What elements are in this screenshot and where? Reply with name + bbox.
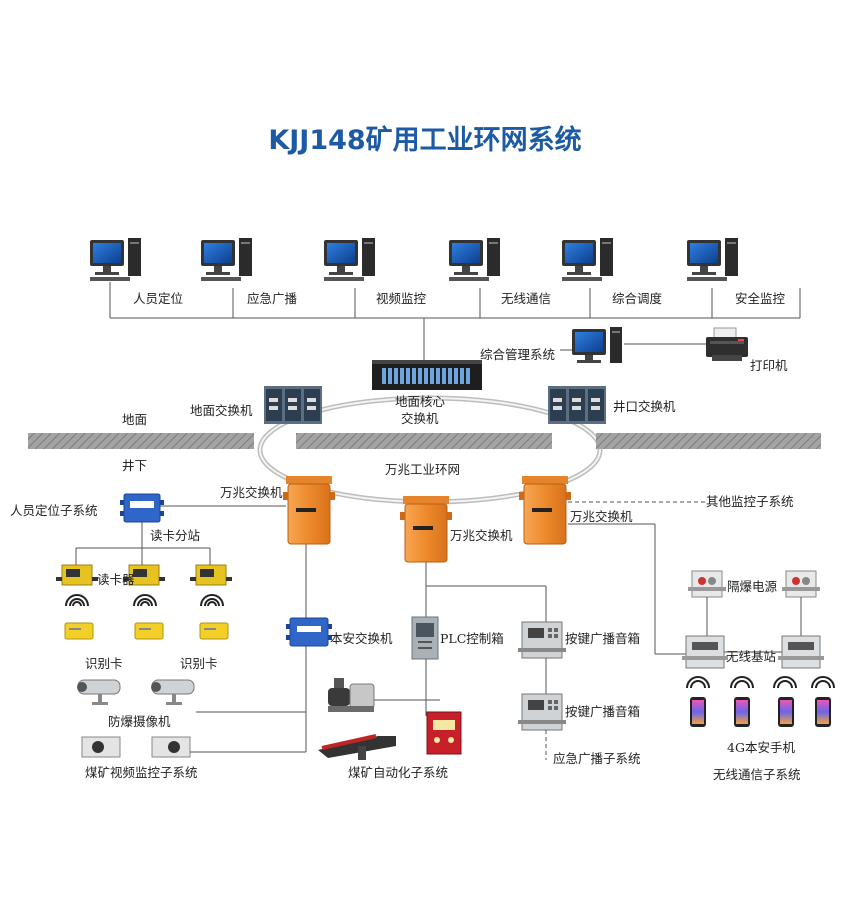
speaker-label: 按键广播音箱	[565, 631, 640, 646]
wireless-signal-icon	[133, 594, 157, 607]
explosion-camera-icon	[151, 679, 195, 705]
gig-switch-label: 万兆交换机	[220, 485, 283, 500]
wireless-signal-icon	[686, 676, 710, 689]
wireless-signal-icon	[65, 594, 89, 607]
top-system-label: 综合调度	[612, 291, 663, 306]
top-workstations	[90, 238, 738, 281]
industrial-switch-icon	[548, 386, 606, 424]
plc-box-icon	[411, 616, 439, 660]
explosion-camera-icon	[77, 679, 121, 705]
id-card-icon	[134, 622, 164, 640]
pc-icon	[90, 238, 141, 281]
base-station-icon	[682, 635, 728, 669]
phone-icon	[778, 697, 794, 727]
explosion-proof-box-icon	[426, 711, 462, 755]
pc-icon	[449, 238, 500, 281]
core-switch-icon	[372, 360, 482, 390]
top-system-label: 无线通信	[501, 291, 551, 306]
card-reader-icon	[190, 564, 232, 586]
camera-box-icon	[151, 736, 191, 758]
video-sys-label: 煤矿视频监控子系统	[85, 765, 198, 780]
gig-switch-label: 万兆交换机	[450, 528, 513, 543]
explosion-proof-switch-icon	[400, 496, 452, 563]
wireless-signal-icon	[773, 676, 797, 689]
id-card-label: 识别卡	[85, 656, 123, 671]
ground-switch-label: 地面交换机	[190, 403, 253, 418]
intrinsic-switch-label: 本安交换机	[330, 631, 393, 646]
card-reader-icon	[56, 564, 98, 586]
card-reader-icon	[123, 564, 165, 586]
integrated-mgmt-label: 综合管理系统	[480, 347, 555, 362]
explosion-camera-label: 防爆摄像机	[108, 714, 171, 729]
phone-label: 4G本安手机	[727, 740, 795, 755]
phone-icon	[734, 697, 750, 727]
wireless-sys-label: 无线通信子系统	[713, 767, 801, 782]
automation-sys-label: 煤矿自动化子系统	[348, 765, 448, 780]
speaker-label: 按键广播音箱	[565, 704, 640, 719]
power-supply-label: 隔爆电源	[727, 579, 778, 594]
personnel-sys-label: 人员定位子系统	[10, 503, 98, 518]
shaft-switch-label: 井口交换机	[613, 399, 676, 414]
other-monitor-label: 其他监控子系统	[706, 494, 794, 509]
ground-core-label: 交换机	[401, 411, 439, 426]
id-card-icon	[64, 622, 94, 640]
explosion-proof-switch-icon	[519, 476, 571, 545]
top-system-label: 安全监控	[735, 291, 786, 306]
industrial-switch-icon	[264, 386, 322, 424]
ground-bar	[596, 433, 821, 449]
pc-icon	[687, 238, 738, 281]
pc-icon	[562, 238, 613, 281]
top-bus	[109, 282, 801, 360]
underground-label: 井下	[122, 458, 147, 473]
id-card-icon	[199, 622, 229, 640]
speaker-box-icon	[518, 693, 566, 731]
gig-switch-label: 万兆交换机	[570, 509, 633, 524]
plc-box-label: PLC控制箱	[440, 631, 504, 646]
intrinsic-switch-icon	[286, 617, 332, 647]
ring-label: 万兆工业环网	[385, 462, 460, 477]
conveyor-icon	[318, 734, 396, 760]
ground-label: 地面	[122, 412, 147, 427]
camera-box-icon	[81, 736, 121, 758]
printer-label: 打印机	[750, 358, 788, 373]
pc-icon	[201, 238, 252, 281]
page-title: KJJ148矿用工业环网系统	[268, 124, 581, 156]
top-system-label: 应急广播	[247, 291, 298, 306]
wireless-signal-icon	[811, 676, 835, 689]
broadcast-sys-label: 应急广播子系统	[553, 751, 641, 766]
ground-bar	[296, 433, 552, 449]
printer-icon	[706, 327, 748, 361]
ground-core-label: 地面核心	[395, 394, 446, 409]
base-station-label: 无线基站	[726, 649, 776, 664]
phone-icon	[815, 697, 831, 727]
ground-bar	[28, 433, 254, 449]
top-system-label: 人员定位	[133, 291, 183, 306]
phone-icon	[690, 697, 706, 727]
power-supply-icon	[688, 570, 726, 598]
top-system-label: 视频监控	[376, 291, 427, 306]
pc-icon	[572, 327, 622, 363]
pump-icon	[328, 678, 375, 712]
card-substation-label: 读卡分站	[150, 528, 200, 543]
wireless-signal-icon	[200, 594, 224, 607]
wireless-signal-icon	[730, 676, 754, 689]
base-station-icon	[778, 635, 824, 669]
card-reader-label: 读卡器	[97, 572, 135, 587]
explosion-proof-switch-icon	[283, 476, 335, 545]
pc-icon	[324, 238, 375, 281]
power-supply-icon	[782, 570, 820, 598]
id-card-label: 识别卡	[180, 656, 218, 671]
card-substation-icon	[120, 493, 164, 523]
speaker-box-icon	[518, 621, 566, 659]
